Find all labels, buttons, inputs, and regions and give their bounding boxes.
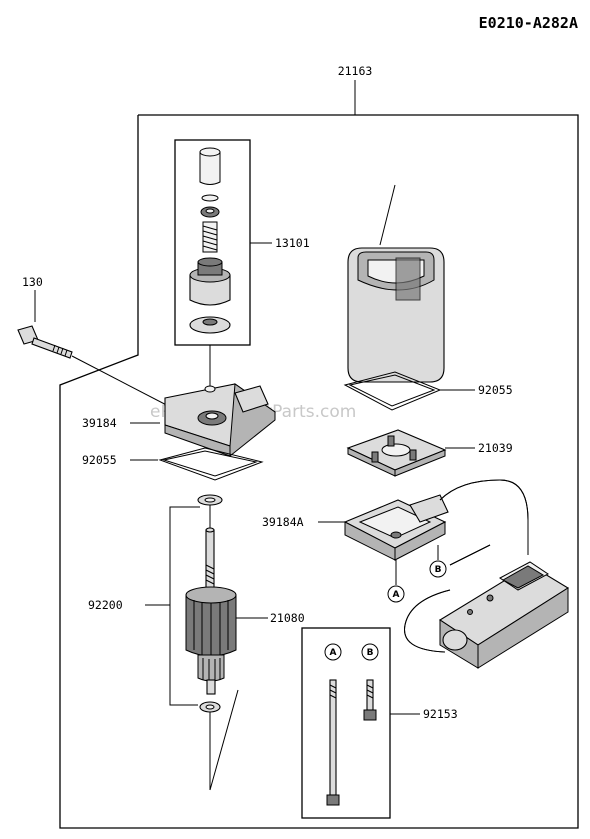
label-92055-left[interactable]: 92055: [82, 453, 117, 467]
label-92200[interactable]: 92200: [88, 598, 123, 612]
marker-b-right[interactable]: B: [429, 545, 447, 578]
label-21039[interactable]: 21039: [478, 441, 513, 455]
label-39184[interactable]: 39184: [82, 416, 117, 430]
marker-a-box-label: A: [330, 648, 337, 658]
marker-b-box[interactable]: B: [361, 643, 379, 661]
label-39184A[interactable]: 39184A: [262, 515, 304, 529]
label-13101[interactable]: 13101: [275, 236, 310, 250]
switch-box-part[interactable]: [438, 561, 570, 669]
long-bolt-part[interactable]: [326, 679, 340, 806]
bracket-92200: [169, 506, 200, 706]
arrow-line-bottom: [209, 689, 239, 791]
diagram-code: E0210-A282A: [479, 14, 578, 32]
marker-b-box-label: B: [367, 648, 374, 658]
marker-a-right[interactable]: A: [387, 560, 405, 603]
clutch-washer-part[interactable]: [189, 316, 231, 334]
gear-kit-group: [174, 139, 251, 346]
bolt-axis-line: [71, 355, 181, 413]
rear-bracket-part[interactable]: [164, 383, 276, 458]
front-bracket-part[interactable]: [343, 494, 449, 561]
marker-a-box[interactable]: A: [324, 643, 342, 661]
arrow-line-top: [379, 184, 396, 246]
gear-cap-part[interactable]: [199, 151, 221, 185]
short-bolt-part[interactable]: [363, 679, 377, 721]
power-cable-part[interactable]: [404, 479, 529, 653]
assembly-frame: [59, 114, 579, 829]
label-21080[interactable]: 21080: [270, 611, 305, 625]
spring-part[interactable]: [202, 221, 218, 253]
pinion-gear-part[interactable]: [189, 257, 231, 306]
marker-b-right-label: B: [435, 565, 442, 575]
gasket-left-part[interactable]: [158, 447, 264, 481]
marker-a-right-label: A: [393, 590, 400, 600]
label-21163[interactable]: 21163: [338, 64, 373, 78]
label-130[interactable]: 130: [22, 275, 43, 289]
bolts-group: A B: [301, 627, 391, 819]
label-92153[interactable]: 92153: [423, 707, 458, 721]
armature-part[interactable]: [185, 527, 237, 695]
bushing-part[interactable]: [204, 385, 216, 393]
washer-top-part[interactable]: [197, 494, 223, 506]
label-92055-right[interactable]: 92055: [478, 383, 513, 397]
washer-bottom-part[interactable]: [199, 701, 221, 713]
bolt-part[interactable]: [17, 325, 73, 359]
brush-holder-part[interactable]: [346, 429, 447, 477]
yoke-housing-part[interactable]: [347, 247, 445, 383]
small-ring-part[interactable]: [201, 194, 219, 202]
